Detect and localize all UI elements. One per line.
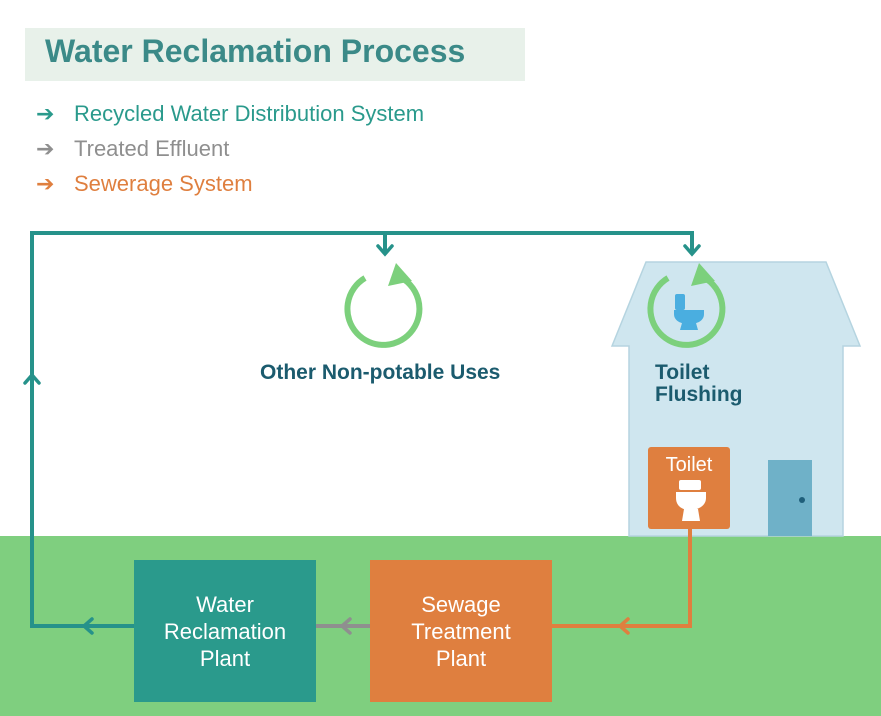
toilet-flushing-label: Toilet Flushing [655,361,743,406]
toilet-icon [674,294,704,330]
water-reclamation-plant-label: Water Reclamation Plant [163,591,287,671]
toilet-icon [676,480,706,521]
recycled-water-lines [30,231,694,628]
arrow-icon: ➔ [36,136,55,161]
door-icon [768,460,812,536]
legend-label: Recycled Water Distribution System [74,101,425,126]
arrow-icon: ➔ [36,171,55,196]
page-title: Water Reclamation Process [45,33,466,69]
sewerage-line [552,529,692,628]
legend-label: Sewerage System [74,171,253,196]
sewage-treatment-plant-label: Sewage Treatment Plant [411,591,511,671]
other-uses-label: Other Non-potable Uses [260,361,501,384]
sewage-treatment-plant-box [370,560,552,702]
recycled-arrowheads [23,244,701,635]
sewerage-arrowhead [617,617,630,635]
recycle-icon [344,263,423,348]
recycle-icon [647,263,726,348]
treated-arrowhead [339,617,352,635]
arrow-icon: ➔ [36,101,55,126]
toilet-label: Toilet [665,454,713,476]
title-box [25,28,525,81]
legend-item-sewerage: ➔ Sewerage System [36,171,253,197]
water-reclamation-plant-box [134,560,316,702]
legend-label: Treated Effluent [74,136,230,161]
legend-item-treated: ➔ Treated Effluent [36,136,229,162]
legend-item-recycled: ➔ Recycled Water Distribution System [36,101,424,127]
